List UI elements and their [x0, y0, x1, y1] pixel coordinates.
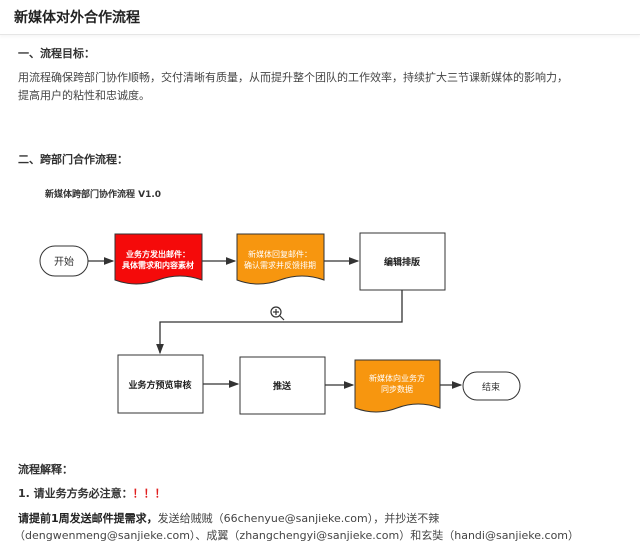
exclamation-marks: ！！！ — [132, 487, 166, 500]
step5-box — [239, 356, 326, 415]
step4-label: 业务方预览审核 — [128, 379, 191, 391]
step2-line1: 新媒体回复邮件： — [248, 249, 312, 259]
item1-text: 1. 请业务方务必注意： — [18, 487, 133, 500]
explain-item1: 1. 请业务方务必注意：！！！ — [18, 485, 166, 501]
step3-box — [359, 232, 446, 291]
goal-line1: 用流程确保跨部门协作顺畅，交付清晰有质量，从而提升整个团队的工作效率，持续扩大三… — [18, 71, 568, 84]
step1-line2: 具体需求和内容素材 — [122, 260, 194, 270]
goal-line2: 提高用户的粘性和忠诚度。 — [18, 89, 150, 102]
end-node — [462, 371, 521, 401]
step3-label: 编辑排版 — [384, 256, 420, 268]
step6-document — [354, 359, 441, 413]
step5-label: 推送 — [273, 380, 292, 392]
zoom-in-icon[interactable] — [270, 306, 285, 321]
explain-heading: 流程解释： — [18, 463, 73, 476]
step6-line1: 新媒体向业务方 — [369, 373, 425, 383]
start-label: 开始 — [54, 255, 74, 268]
end-label: 结束 — [482, 381, 500, 393]
explain-bold: 请提前1周发送邮件提需求， — [18, 512, 158, 525]
explain-line2: （dengwenmeng@sanjieke.com）、成翼（zhangcheng… — [14, 529, 580, 542]
header-bar: 新媒体对外合作流程 — [0, 0, 640, 35]
step6-line2: 同步数据 — [381, 384, 413, 394]
step2-line2: 确认需求并反馈排期 — [244, 260, 316, 270]
step1-line1: 业务方发出邮件： — [126, 249, 190, 259]
section1-heading: 一、流程目标： — [18, 47, 95, 60]
explain-line1: 请提前1周发送邮件提需求，发送给贼贼（66chenyue@sanjieke.co… — [18, 510, 439, 526]
section2-heading: 二、跨部门合作流程： — [18, 153, 128, 166]
step1-document — [114, 233, 203, 285]
page-title: 新媒体对外合作流程 — [14, 10, 140, 26]
step4-box — [117, 354, 204, 414]
explain-line1-text: 发送给贼贼（66chenyue@sanjieke.com），并抄送不辣 — [157, 512, 440, 525]
start-node — [39, 245, 89, 277]
step2-document — [236, 233, 325, 285]
diagram-title: 新媒体跨部门协作流程 V1.0 — [45, 188, 161, 200]
